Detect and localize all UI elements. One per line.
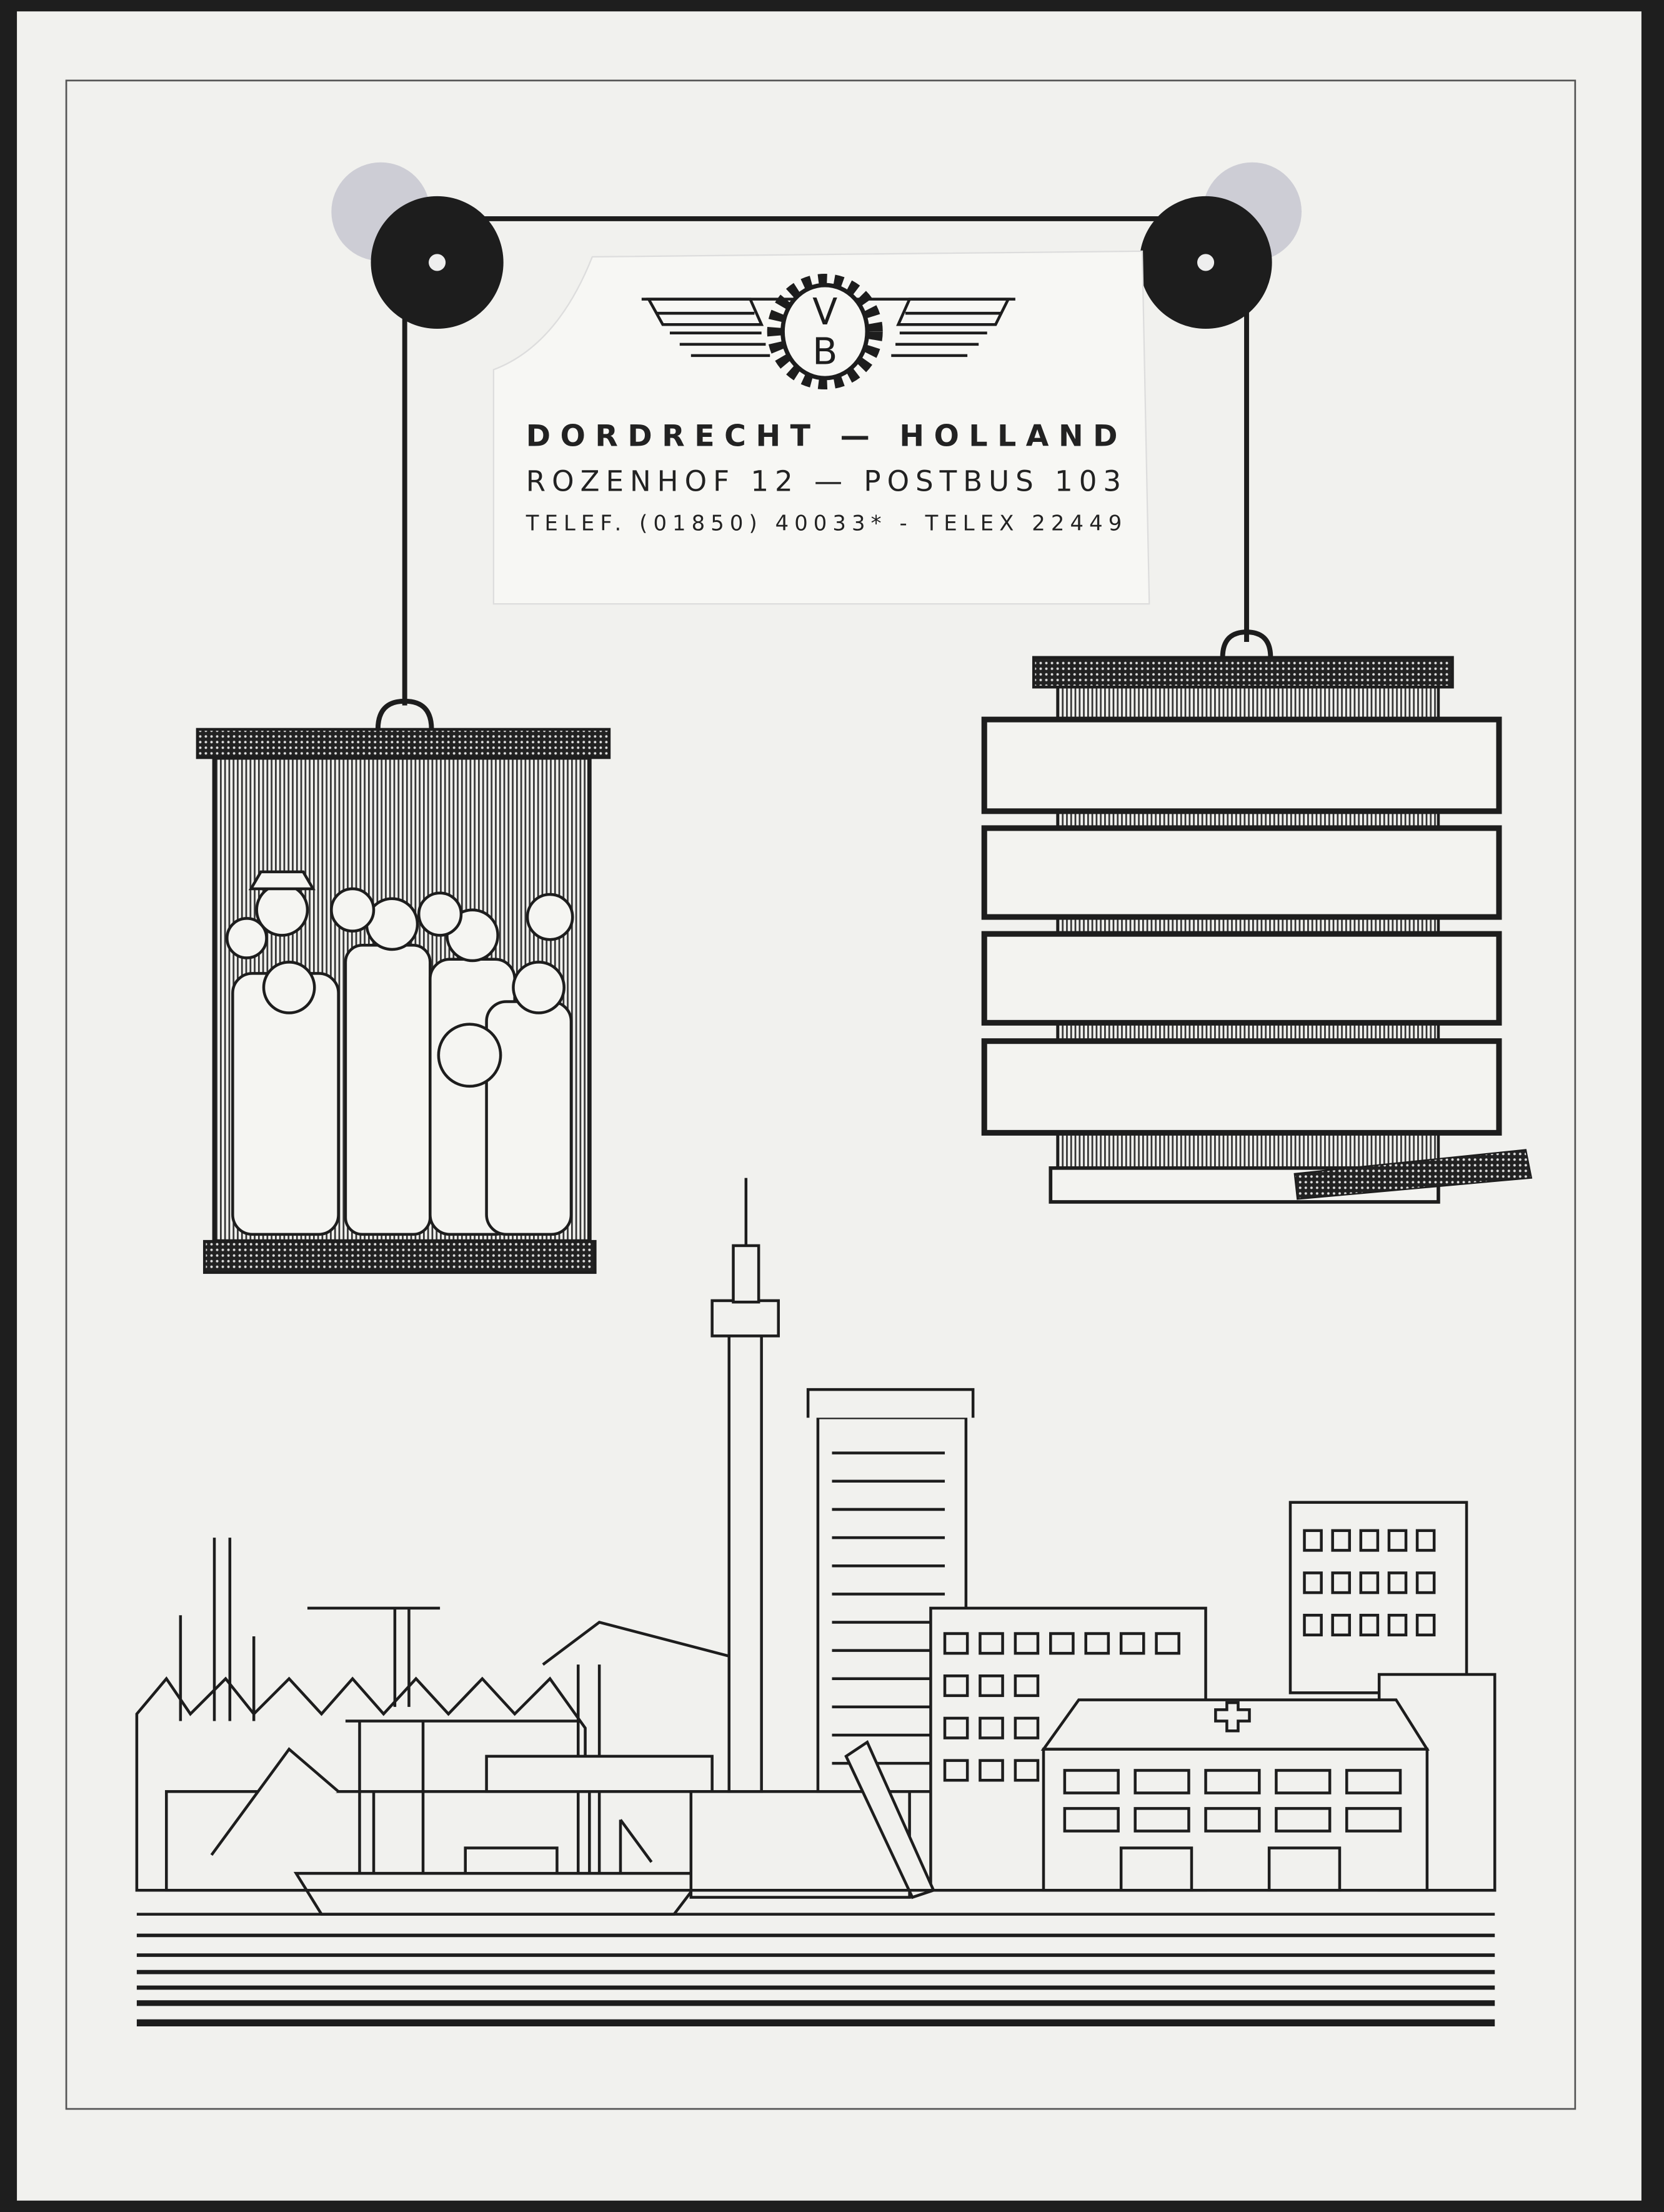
right-hanging-panel xyxy=(981,656,1533,1204)
logo-letter-v: V xyxy=(812,291,837,333)
letterhead-cutout xyxy=(492,250,1150,605)
address-street: ROZENHOF 12 — POSTBUS 103 xyxy=(526,465,1124,498)
left-hanging-panel xyxy=(196,728,611,1274)
inner-frame xyxy=(65,79,1577,2110)
pulley-system xyxy=(375,216,1273,730)
vb-logo: V B xyxy=(641,273,1015,390)
logo-letter-b: B xyxy=(812,330,837,373)
crowd-of-people xyxy=(226,870,574,1236)
address-phone-telex: TELEF. (01850) 40033* - TELEX 22449 xyxy=(526,511,1124,536)
address-city: DORDRECHT — HOLLAND xyxy=(526,419,1124,453)
city-harbour-skyline xyxy=(135,1178,1497,2027)
